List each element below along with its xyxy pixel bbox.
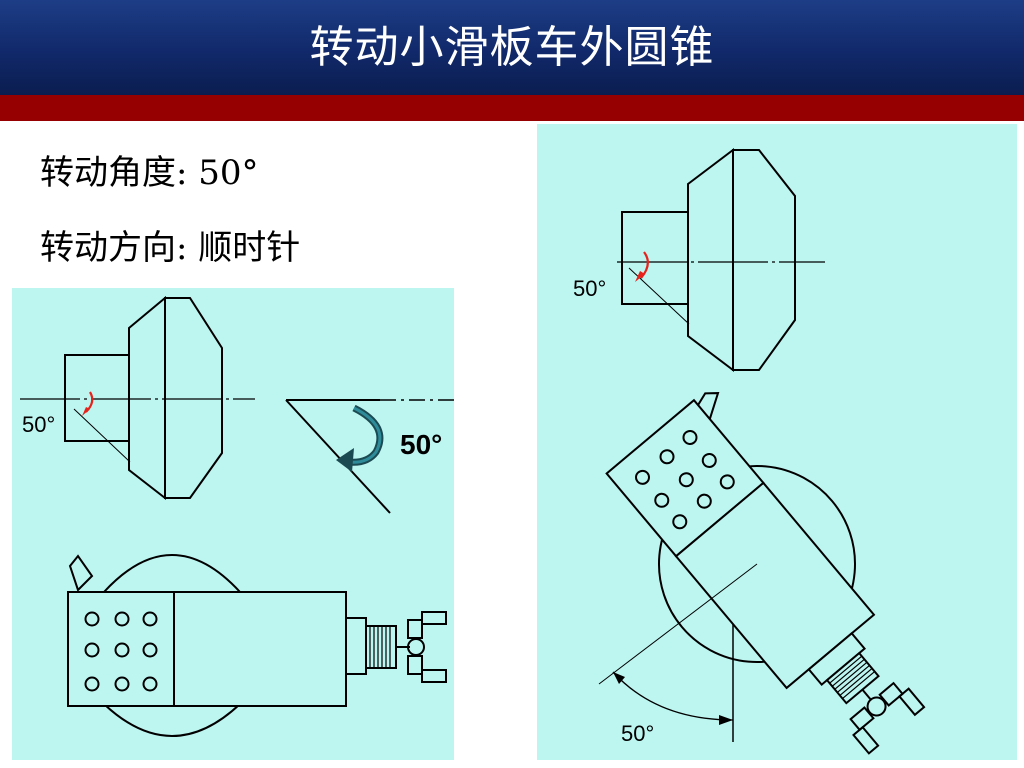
- handle-grip-bottom: [421, 669, 447, 683]
- left-diagram-panel: 50° 50°: [12, 288, 454, 760]
- rotation-arrow-body: [347, 406, 382, 464]
- handle-hub: [407, 638, 425, 656]
- taper-angle-line: [73, 408, 131, 463]
- dimension-arrow-left: [613, 672, 625, 684]
- turntable-lower-arc: [103, 703, 241, 737]
- bottom-angle-label: 50°: [621, 721, 654, 746]
- workpiece-front-view: [621, 147, 796, 373]
- top-angle-label: 50°: [573, 276, 606, 301]
- rotated-reference-line: [598, 563, 758, 685]
- screw-shaft: [861, 688, 873, 701]
- right-diagram-panel: 50°: [537, 124, 1017, 760]
- clamp-screw-holes: [634, 429, 735, 530]
- handle-grip-top: [421, 611, 447, 625]
- angle-illustration: [285, 399, 391, 514]
- turntable-upper-arc: [103, 554, 241, 593]
- cone-right-face: [164, 297, 223, 499]
- handle-arm-top: [407, 619, 423, 639]
- cone-left-face: [128, 295, 166, 501]
- angle-dimension-arc: [612, 671, 734, 721]
- handle-hub: [866, 696, 887, 717]
- title-underline-band: [0, 95, 1024, 121]
- rotation-arrow-head: [336, 448, 354, 472]
- right-diagram: 50°: [573, 147, 926, 755]
- left-diagram: 50° 50°: [20, 295, 454, 737]
- small-arrow-head: [82, 407, 90, 416]
- cylinder-section: [64, 354, 130, 442]
- title-bar: [0, 0, 1024, 95]
- small-arrow-head: [635, 271, 645, 282]
- tool-tip: [68, 554, 94, 592]
- knurl-lines: [369, 626, 391, 668]
- handle-arm-bottom: [407, 655, 423, 675]
- cone-left-face: [687, 147, 734, 373]
- rotation-angle-text: 转动角度: 50°: [40, 153, 259, 193]
- screw-collar: [345, 617, 367, 675]
- handle-grip-bottom: [852, 725, 880, 755]
- big-angle-label: 50°: [400, 429, 442, 460]
- handle-grip-top: [898, 687, 926, 717]
- knurl-lines: [829, 655, 876, 699]
- dimension-arrow-right: [719, 715, 733, 725]
- handle-arm-top: [878, 681, 904, 707]
- rotation-direction-text: 转动方向: 顺时针: [40, 228, 301, 268]
- rotated-tool-post: [605, 392, 926, 755]
- slide-body: [173, 591, 347, 707]
- angle-ray: [285, 399, 391, 514]
- cylinder-section: [621, 211, 689, 305]
- workpiece-front-view: [64, 295, 223, 501]
- slide-title: 转动小滑板车外圆锥: [309, 22, 715, 73]
- small-angle-label: 50°: [22, 412, 55, 437]
- cone-right-face: [732, 149, 796, 371]
- clamp-screw-holes: [84, 611, 158, 692]
- handle-arm-bottom: [849, 706, 875, 732]
